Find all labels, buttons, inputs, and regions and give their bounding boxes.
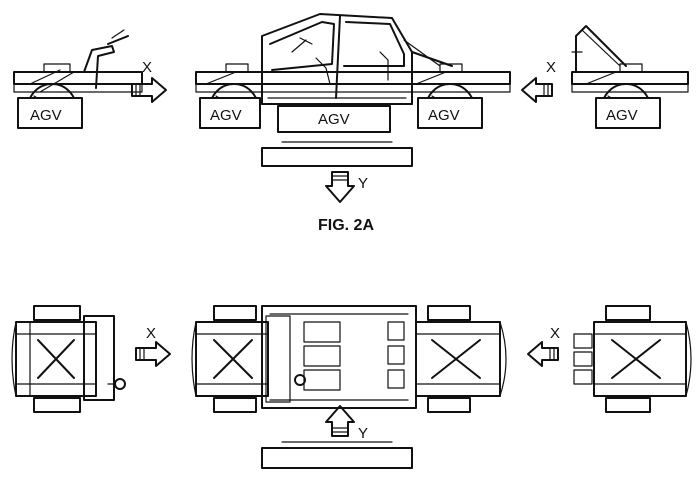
arrow-y-up-label: Y [358, 425, 368, 442]
top-view-assembled-vehicle [191, 305, 507, 469]
arrow-x-left: X [131, 59, 167, 103]
top-view-rear-module [573, 305, 692, 413]
agv-label-front: AGV [210, 107, 242, 124]
agv-label-rear: AGV [428, 107, 460, 124]
arrow-y-down-label: Y [358, 175, 368, 192]
side-view-rear-module: AGV [571, 25, 689, 129]
arrow-y-down: Y [325, 171, 368, 203]
arrow-x-bottom-left-label: X [146, 325, 156, 342]
arrow-x-bottom-right: X [527, 325, 560, 367]
arrow-x-bottom-left: X [135, 325, 171, 367]
side-view-front-module: AGV [13, 29, 143, 129]
arrow-y-up: Y [325, 405, 368, 442]
figure-caption: FIG. 2A [318, 217, 374, 234]
agv-label-center: AGV [318, 111, 350, 128]
arrow-x-right: X [521, 59, 556, 103]
arrow-x-right-label: X [546, 59, 556, 76]
agv-label-right: AGV [606, 107, 638, 124]
arrow-x-left-label: X [142, 59, 152, 76]
agv-label-left: AGV [30, 107, 62, 124]
top-view-front-module [11, 305, 126, 413]
arrow-x-bottom-right-label: X [550, 325, 560, 342]
side-view-assembled-vehicle: AGV AGV AGV [195, 13, 511, 167]
